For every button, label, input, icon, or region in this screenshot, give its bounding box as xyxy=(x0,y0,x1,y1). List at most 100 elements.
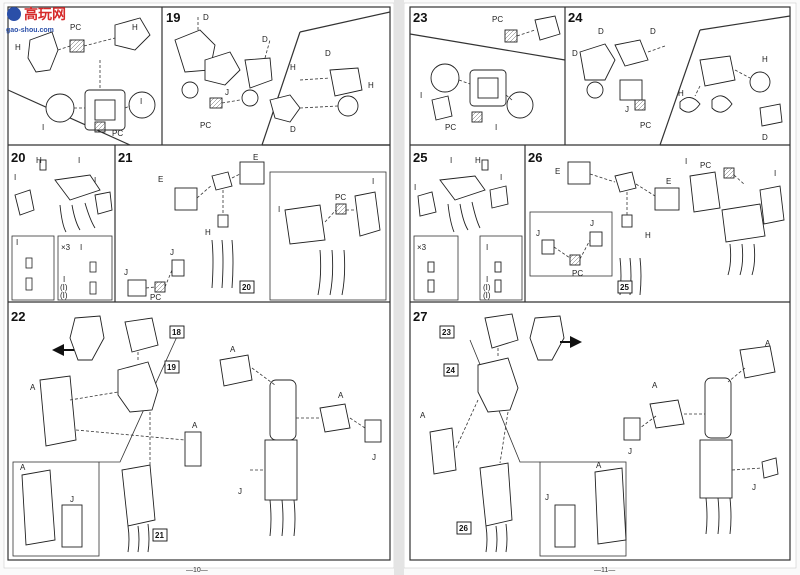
step24-labels: D D D H H J PC D xyxy=(572,27,768,142)
ref-box-18: 18 xyxy=(169,325,185,339)
step20-labels: H I I I I ×3 I I (I) (I) xyxy=(14,156,96,300)
svg-text:E: E xyxy=(555,167,560,176)
svg-text:H: H xyxy=(762,55,768,64)
svg-text:D: D xyxy=(262,35,268,44)
svg-text:I: I xyxy=(500,173,502,182)
svg-text:PC: PC xyxy=(640,121,651,130)
svg-text:H: H xyxy=(132,23,138,32)
svg-text:H: H xyxy=(645,231,651,240)
svg-text:D: D xyxy=(290,125,296,134)
svg-text:D: D xyxy=(650,27,656,36)
svg-text:J: J xyxy=(225,88,229,97)
svg-text:PC: PC xyxy=(112,129,123,138)
ref-box-24: 24 xyxy=(443,363,459,377)
svg-text:27: 27 xyxy=(413,309,427,324)
step23-labels: PC I PC I xyxy=(420,15,503,132)
svg-text:I: I xyxy=(486,243,488,252)
step-number-23: 23 xyxy=(413,10,427,25)
svg-text:I: I xyxy=(16,238,18,247)
svg-text:PC: PC xyxy=(150,293,161,302)
svg-text:高玩网: 高玩网 xyxy=(24,6,66,22)
svg-text:D: D xyxy=(762,133,768,142)
step-number-26: 26 xyxy=(528,150,542,165)
svg-text:H: H xyxy=(36,156,42,165)
svg-text:I: I xyxy=(486,275,488,284)
svg-text:I: I xyxy=(94,176,96,185)
svg-text:23: 23 xyxy=(413,10,427,25)
svg-text:H: H xyxy=(368,81,374,90)
svg-text:I: I xyxy=(774,169,776,178)
svg-text:I: I xyxy=(63,275,65,284)
svg-text:21: 21 xyxy=(118,150,132,165)
svg-text:E: E xyxy=(666,177,671,186)
page-gutter xyxy=(394,0,404,575)
ref-box-25: 25 xyxy=(617,280,633,294)
svg-text:H: H xyxy=(290,63,296,72)
svg-text:I: I xyxy=(450,156,452,165)
svg-text:I: I xyxy=(42,123,44,132)
page-number-right: —11— xyxy=(594,567,615,574)
svg-text:×3: ×3 xyxy=(61,243,71,252)
svg-text:22: 22 xyxy=(11,309,25,324)
svg-text:×3: ×3 xyxy=(417,243,427,252)
svg-text:D: D xyxy=(203,13,209,22)
step25-drawing xyxy=(417,159,509,293)
svg-text:—11—: —11— xyxy=(594,567,615,574)
svg-text:J: J xyxy=(536,229,540,238)
svg-text:PC: PC xyxy=(200,121,211,130)
step-number-21: 21 xyxy=(118,150,132,165)
svg-text:I: I xyxy=(372,177,374,186)
step-number-22: 22 xyxy=(11,309,25,324)
page-number-left: —10— xyxy=(186,567,208,574)
step27-labels: A A A J J A J xyxy=(420,339,771,502)
svg-text:20: 20 xyxy=(11,150,25,165)
ref-box-21: 21 xyxy=(152,528,168,542)
svg-text:21: 21 xyxy=(155,531,164,540)
step20-drawing xyxy=(14,159,113,233)
svg-text:D: D xyxy=(598,27,604,36)
svg-text:H: H xyxy=(678,89,684,98)
step21-drawing xyxy=(127,161,381,297)
svg-text:I: I xyxy=(140,97,142,106)
svg-text:I: I xyxy=(495,123,497,132)
svg-text:(I): (I) xyxy=(60,291,68,300)
svg-text:I: I xyxy=(420,91,422,100)
svg-text:A: A xyxy=(652,381,658,390)
svg-text:H: H xyxy=(475,156,481,165)
step26-labels: E E H J J PC PC I I xyxy=(536,157,776,278)
svg-text:(I): (I) xyxy=(483,283,491,292)
svg-text:A: A xyxy=(338,391,344,400)
svg-text:J: J xyxy=(372,453,376,462)
ref-box-26: 26 xyxy=(456,521,472,535)
part-labels: PC H H I I PC xyxy=(15,23,142,138)
svg-text:I: I xyxy=(78,156,80,165)
svg-text:23: 23 xyxy=(442,328,451,337)
step23-drawing xyxy=(430,15,561,123)
svg-text:(I): (I) xyxy=(483,291,491,300)
svg-text:A: A xyxy=(230,345,236,354)
svg-text:19: 19 xyxy=(166,10,180,25)
svg-text:J: J xyxy=(628,447,632,456)
right-page: 23 24 25 26 27 PC I PC I xyxy=(403,2,797,574)
svg-text:E: E xyxy=(158,175,163,184)
svg-text:I: I xyxy=(80,243,82,252)
svg-text:A: A xyxy=(30,383,36,392)
svg-text:J: J xyxy=(124,268,128,277)
step-number-20: 20 xyxy=(11,150,25,165)
svg-text:25: 25 xyxy=(620,283,629,292)
svg-text:20: 20 xyxy=(242,283,251,292)
svg-text:A: A xyxy=(192,421,198,430)
svg-text:I: I xyxy=(278,205,280,214)
step-number-24: 24 xyxy=(568,10,583,25)
svg-text:E: E xyxy=(253,153,258,162)
svg-text:J: J xyxy=(752,483,756,492)
svg-text:26: 26 xyxy=(459,524,468,533)
ref-box-20: 20 xyxy=(239,280,255,294)
svg-text:19: 19 xyxy=(167,363,176,372)
svg-text:A: A xyxy=(765,339,771,348)
svg-text:I: I xyxy=(414,183,416,192)
svg-text:PC: PC xyxy=(492,15,503,24)
svg-text:PC: PC xyxy=(700,161,711,170)
svg-text:D: D xyxy=(572,49,578,58)
